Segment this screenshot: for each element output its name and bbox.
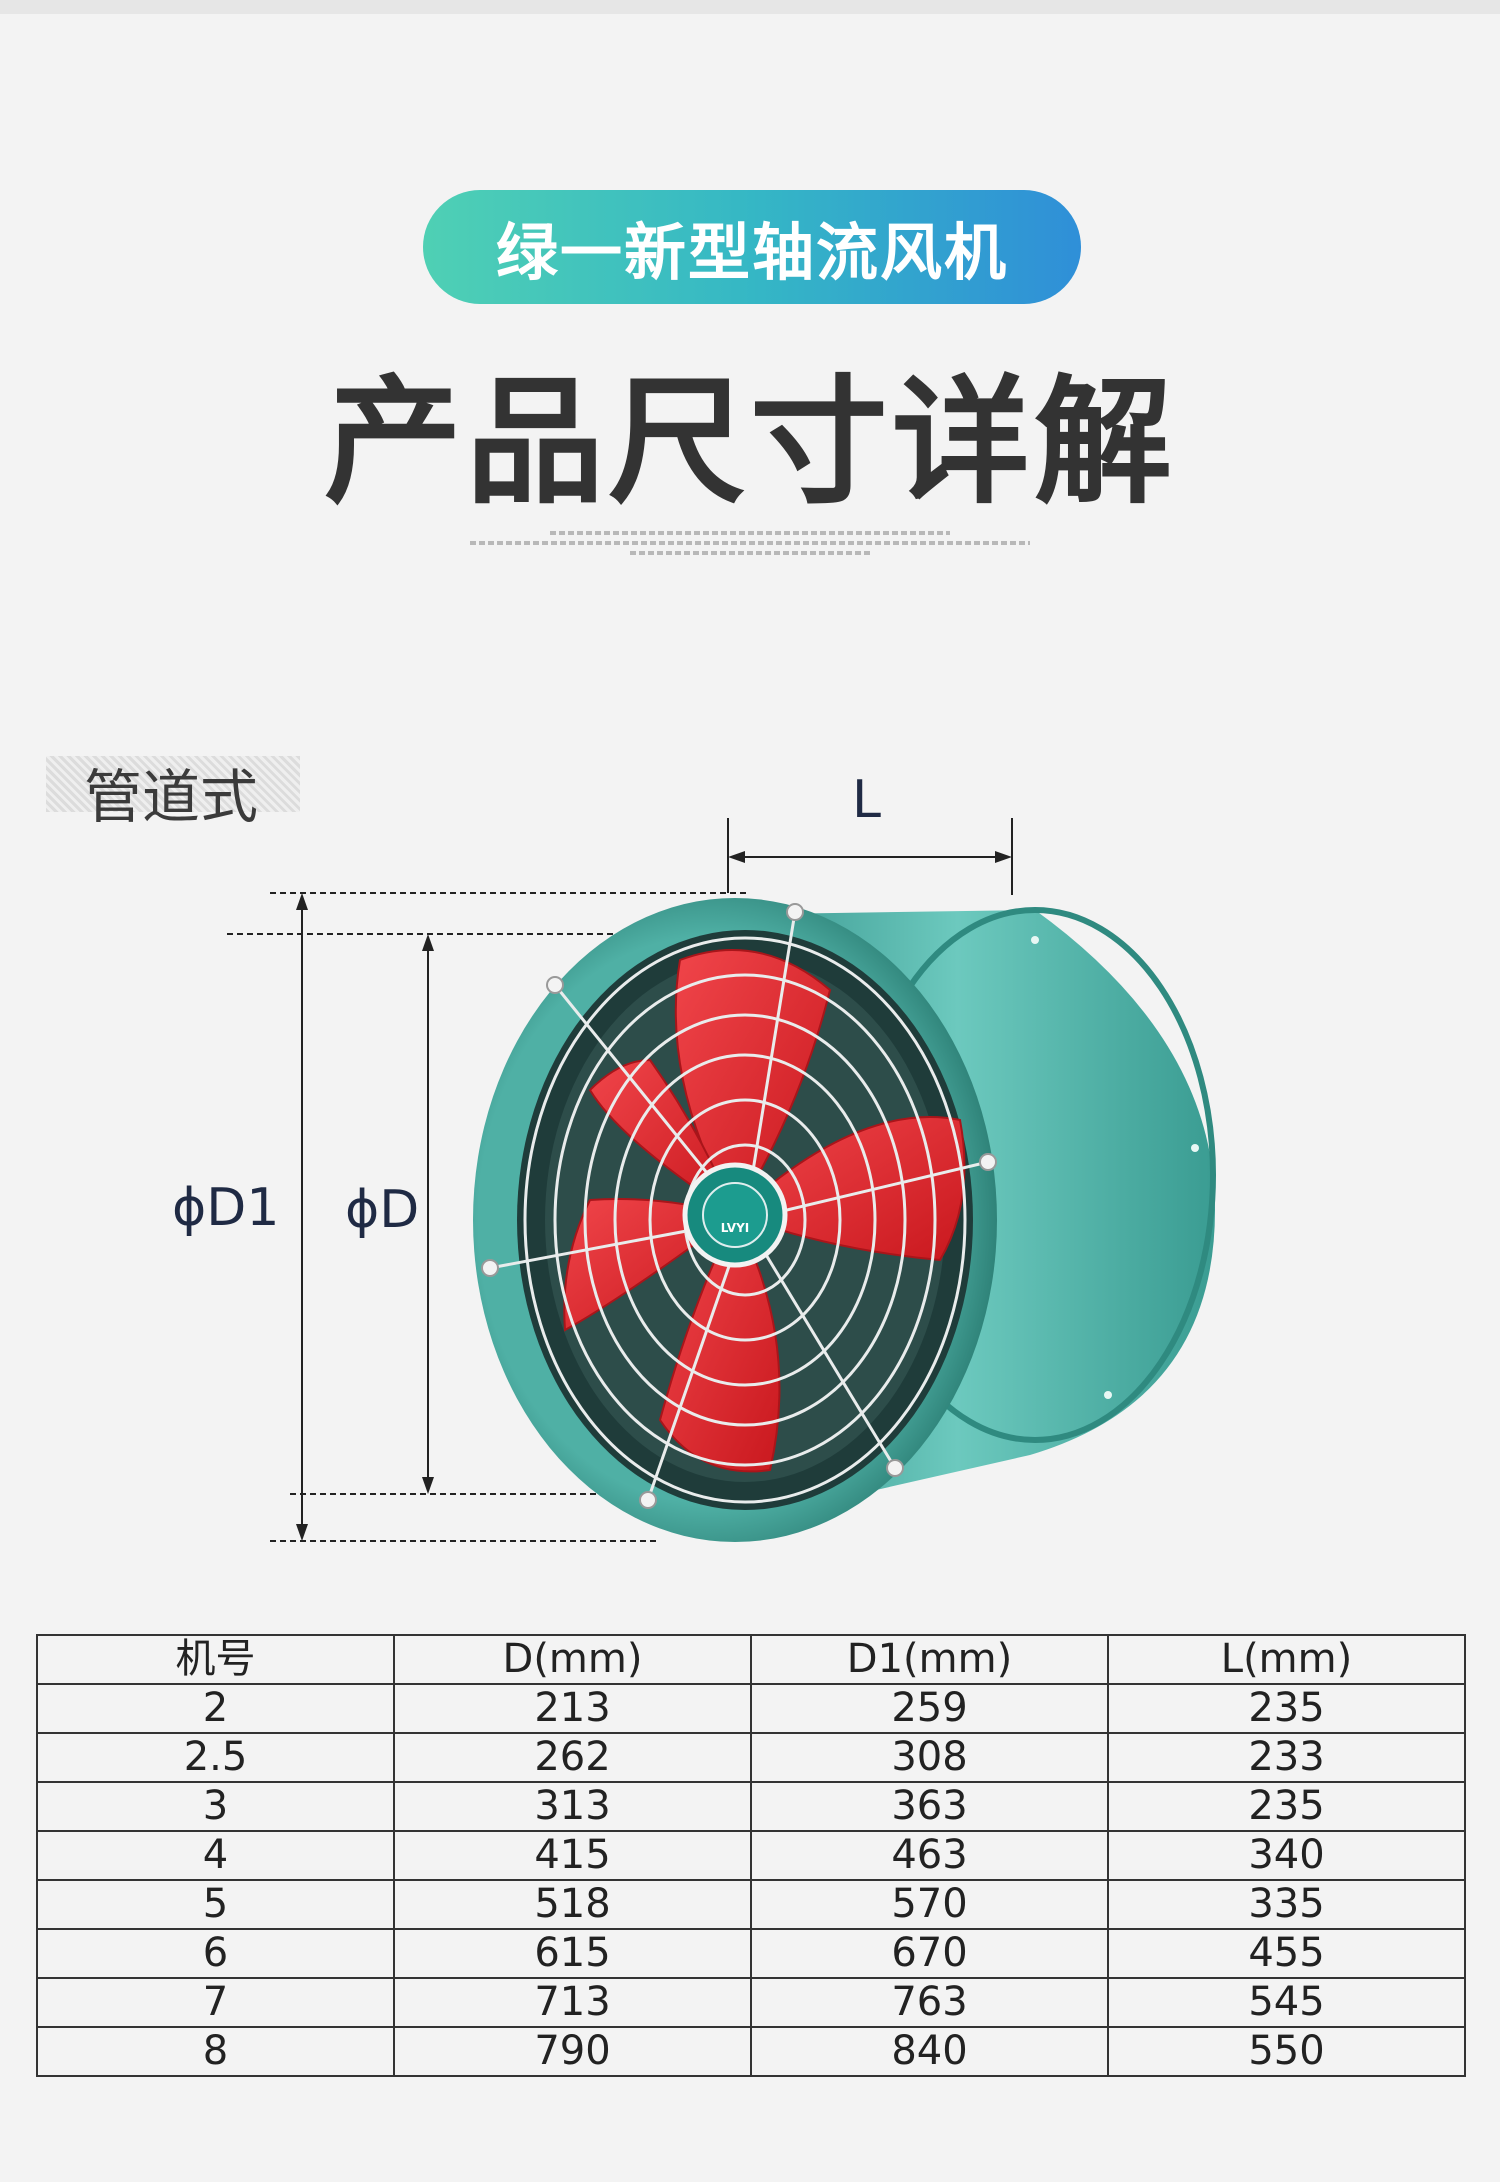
table-row: 6 615 670 455 <box>36 1928 1466 1979</box>
table-cell: 262 <box>393 1732 752 1783</box>
table-cell: 550 <box>1107 2026 1466 2077</box>
table-row: 5 518 570 335 <box>36 1879 1466 1930</box>
table-cell: 313 <box>393 1781 752 1832</box>
dimension-arrows <box>296 851 1012 1541</box>
section-label: 管道式 <box>46 756 300 831</box>
table-row: 4 415 463 340 <box>36 1830 1466 1881</box>
dimension-label-d1: ϕD1 <box>172 1178 280 1238</box>
table-cell: 7 <box>36 1977 395 2028</box>
table-cell: 335 <box>1107 1879 1466 1930</box>
fan-blades <box>563 949 966 1473</box>
table-cell: 545 <box>1107 1977 1466 2028</box>
page-title: 产品尺寸详解 <box>323 362 1176 523</box>
table-cell: 363 <box>750 1781 1109 1832</box>
header-cell: D(mm) <box>393 1634 752 1685</box>
table-cell: 213 <box>393 1683 752 1734</box>
table-cell: 670 <box>750 1928 1109 1979</box>
table-cell: 4 <box>36 1830 395 1881</box>
table-cell: 463 <box>750 1830 1109 1881</box>
table-cell: 6 <box>36 1928 395 1979</box>
hub-logo: LVYI <box>720 1221 750 1235</box>
table-cell: 233 <box>1107 1732 1466 1783</box>
section-label-text: 管道式 <box>84 763 259 831</box>
table-row: 2.5 262 308 233 <box>36 1732 1466 1783</box>
table-row: 3 313 363 235 <box>36 1781 1466 1832</box>
header-cell: D1(mm) <box>750 1634 1109 1685</box>
table-cell: 340 <box>1107 1830 1466 1881</box>
spec-table: 机号 D(mm) D1(mm) L(mm) 2 213 259 235 2.5 … <box>36 1634 1466 2077</box>
dimension-label-l: L <box>852 770 881 830</box>
table-header-row: 机号 D(mm) D1(mm) L(mm) <box>36 1634 1466 1685</box>
header-cell: L(mm) <box>1107 1634 1466 1685</box>
header-cell: 机号 <box>36 1634 395 1685</box>
table-cell: 790 <box>393 2026 752 2077</box>
table-cell: 2 <box>36 1683 395 1734</box>
product-badge: 绿一新型轴流风机 <box>423 190 1081 304</box>
table-cell: 308 <box>750 1732 1109 1783</box>
table-cell: 2.5 <box>36 1732 395 1783</box>
top-strip <box>0 0 1500 14</box>
table-cell: 840 <box>750 2026 1109 2077</box>
table-cell: 518 <box>393 1879 752 1930</box>
table-cell: 570 <box>750 1879 1109 1930</box>
table-row: 2 213 259 235 <box>36 1683 1466 1734</box>
fan-dimension-diagram <box>227 818 1216 1542</box>
table-cell: 713 <box>393 1977 752 2028</box>
table-row: 7 713 763 545 <box>36 1977 1466 2028</box>
dimension-label-d: ϕD <box>345 1180 420 1240</box>
table-cell: 5 <box>36 1879 395 1930</box>
table-cell: 3 <box>36 1781 395 1832</box>
table-cell: 415 <box>393 1830 752 1881</box>
table-cell: 235 <box>1107 1781 1466 1832</box>
guard-bolts <box>481 903 997 1509</box>
decorative-subtext <box>460 525 1040 561</box>
table-cell: 8 <box>36 2026 395 2077</box>
table-cell: 455 <box>1107 1928 1466 1979</box>
dimension-lines <box>227 818 1013 1542</box>
table-cell: 763 <box>750 1977 1109 2028</box>
table-cell: 235 <box>1107 1683 1466 1734</box>
table-cell: 259 <box>750 1683 1109 1734</box>
table-cell: 615 <box>393 1928 752 1979</box>
table-row: 8 790 840 550 <box>36 2026 1466 2077</box>
